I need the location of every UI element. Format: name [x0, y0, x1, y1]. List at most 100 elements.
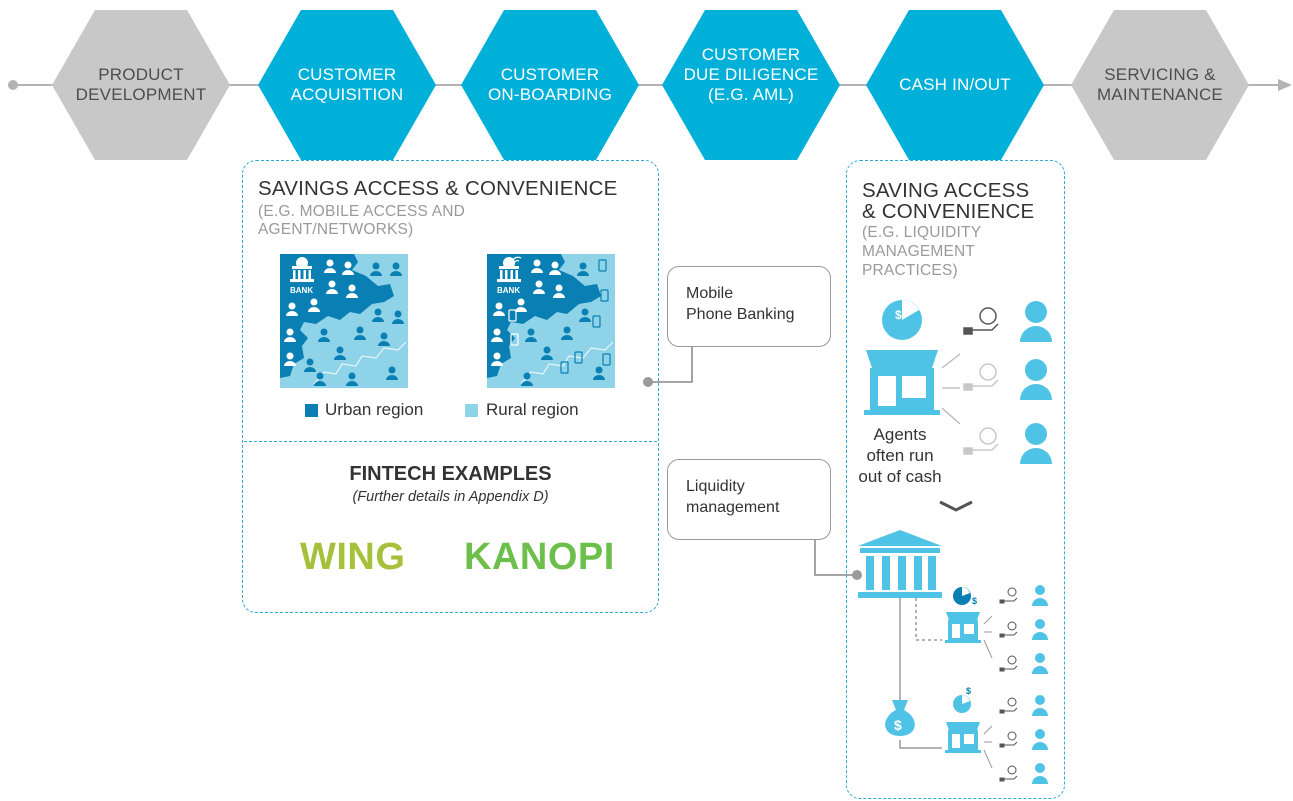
step-label-line: SERVICING & [1104, 65, 1216, 84]
agent-store-icon [945, 722, 981, 753]
callout-text-line: management [686, 499, 780, 516]
agents-caption-line: out of cash [858, 467, 942, 486]
savings-access-panel [242, 160, 659, 613]
right-panel-subtitle-line: (E.G. LIQUIDITY [862, 224, 982, 241]
step-label-line: CUSTOMER [701, 45, 801, 64]
step-label-line: CUSTOMER [297, 65, 397, 84]
person-icons [491, 259, 605, 386]
svg-text:$: $ [966, 686, 971, 696]
svg-text:$: $ [895, 308, 902, 322]
step-label-line: DEVELOPMENT [75, 85, 207, 104]
agent-store-icon [945, 612, 981, 643]
step-label-line: MAINTENANCE [1097, 85, 1223, 104]
liquidity-connector [814, 538, 857, 576]
callout-text-line: Liquidity [686, 478, 745, 495]
mobile-phone-icons [508, 309, 519, 346]
right-panel-subtitle-line: PRACTICES) [862, 262, 958, 279]
legend-rural-label: Rural region [486, 400, 579, 419]
step-cash-in-out: CASH IN/OUT [876, 40, 1034, 130]
cash-pie-icon: $ [882, 300, 922, 340]
left-panel-subtitle-line: AGENT/NETWORKS) [258, 221, 414, 238]
legend-rural-swatch [465, 404, 478, 417]
hex-product-development [52, 10, 230, 160]
wifi-icon [512, 256, 522, 263]
step-product-development: PRODUCT DEVELOPMENT [62, 40, 220, 130]
svg-text:$: $ [972, 596, 977, 606]
customer-icon [1020, 301, 1052, 342]
step-customer-on-boarding: CUSTOMER ON-BOARDING [471, 40, 629, 130]
step-label-line: (E.G. AML) [707, 85, 795, 104]
bank-building-icon [497, 257, 521, 282]
step-label-line: ON-BOARDING [487, 85, 613, 104]
customer-icon [1020, 359, 1052, 400]
step-servicing-maintenance: SERVICING & MAINTENANCE [1081, 40, 1239, 130]
kanopi-logo: KANOPI [464, 536, 615, 578]
step-label-line: ACQUISITION [290, 85, 404, 104]
hand-coin-icon [963, 307, 999, 335]
person-icons [284, 259, 404, 386]
urban-area [280, 254, 394, 378]
fintech-examples-title: FINTECH EXAMPLES [349, 463, 552, 485]
legend-urban-swatch [305, 404, 318, 417]
agent-store-icon [864, 350, 940, 415]
callout-text-line: Phone Banking [686, 306, 795, 323]
mobile-banking-connector-dot [643, 377, 653, 387]
left-panel-subtitle-line: (E.G. MOBILE ACCESS AND [258, 203, 466, 220]
hex-cash-in-out [866, 10, 1044, 160]
bank-building-icon [290, 257, 314, 282]
chevron-down-icon [939, 500, 973, 512]
mobile-banking-connector [648, 346, 693, 383]
step-customer-due-diligence: CUSTOMER DUE DILIGENCE (E.G. AML) [672, 30, 830, 120]
agents-caption-line: often run [866, 446, 934, 465]
panel-divider [244, 441, 657, 442]
mobile-phone-banking-callout: Mobile Phone Banking [667, 266, 831, 347]
hex-customer-acquisition [258, 10, 436, 160]
fintech-examples-subtitle: (Further details in Appendix D) [352, 489, 549, 505]
callout-text-line: Mobile [686, 285, 734, 302]
arrow-icons [983, 615, 993, 769]
cash-pie-icon: $ [953, 686, 971, 713]
bank-label: BANK [497, 286, 520, 295]
mobile-phone-icons [560, 259, 611, 374]
process-timeline [8, 10, 1292, 160]
flow-lines [899, 598, 942, 749]
step-label-line: PRODUCT [98, 65, 184, 84]
region-border [313, 341, 407, 385]
money-bag-icon: $ [885, 700, 915, 736]
urban-area [487, 254, 601, 378]
right-panel-title-line: SAVING ACCESS [862, 179, 1030, 202]
legend-urban-label: Urban region [325, 400, 424, 419]
hex-customer-on-boarding [461, 10, 639, 160]
bank-icon [858, 530, 942, 598]
step-label-line: CASH IN/OUT [899, 75, 1011, 94]
step-customer-acquisition: CUSTOMER ACQUISITION [268, 40, 426, 130]
customer-icon [1020, 423, 1052, 464]
step-label-line: CUSTOMER [500, 65, 600, 84]
svg-text:$: $ [894, 717, 902, 733]
urban-rural-map-mobile: BANK [487, 254, 615, 388]
customer-icon [1032, 585, 1048, 784]
hand-coin-icon [999, 587, 1018, 782]
timeline-start-dot [8, 80, 18, 90]
region-border [520, 341, 614, 385]
hand-coin-icon [963, 427, 999, 455]
wing-logo: WING [300, 536, 406, 578]
step-label-line: DUE DILIGENCE [683, 65, 819, 84]
agents-caption: Agents often run out of cash [850, 424, 950, 487]
hand-coin-icon [963, 363, 999, 391]
saving-access-panel [846, 160, 1065, 799]
bank-label: BANK [290, 286, 313, 295]
agents-caption-line: Agents [873, 425, 927, 444]
hex-servicing-maintenance [1071, 10, 1249, 160]
arrow-icons [941, 353, 961, 425]
right-panel-subtitle-line: MANAGEMENT [862, 243, 976, 260]
urban-rural-map-banks: BANK [280, 254, 408, 388]
right-panel-title-line: & CONVENIENCE [862, 200, 1035, 223]
liquidity-management-callout: Liquidity management [667, 459, 831, 540]
liquidity-illustration: $ $ [858, 300, 1052, 784]
cash-pie-icon: $ [953, 587, 977, 606]
timeline-arrow-head [1278, 79, 1292, 91]
liquidity-connector-dot [852, 570, 862, 580]
hex-customer-due-diligence [662, 10, 840, 160]
